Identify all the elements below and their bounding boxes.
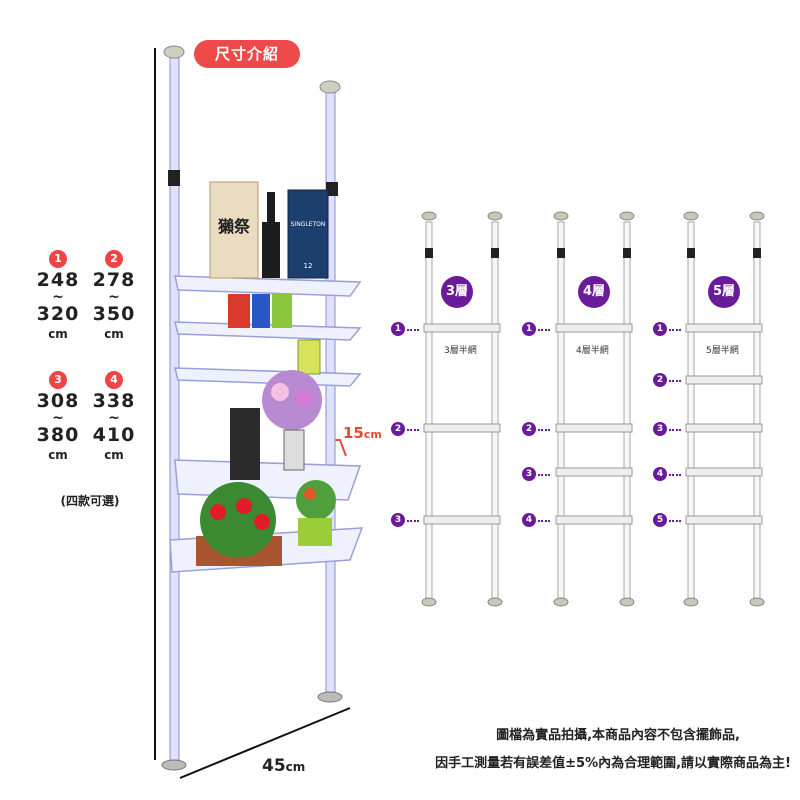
height-option-1: 1 248 ~ 320 cm [32,250,84,347]
can-2 [252,294,270,328]
model-3-shelf-1 [423,323,501,333]
height-min: 308 [36,390,80,412]
model-5-marker-5: 5 [653,513,667,527]
height-min: 278 [92,269,136,291]
model-4-marker-4: 4 [522,513,536,527]
red-flowers [200,482,276,558]
model-3-right-pole [491,221,499,603]
depth-label: 15cm [343,424,382,442]
can-1 [228,294,250,328]
height-max: 320 [36,303,80,325]
height-min: 248 [36,269,80,291]
height-max: 410 [92,424,136,446]
sake-bottle [262,222,280,278]
model-5-marker-3: 3 [653,422,667,436]
height-range-tilde: ~ [108,410,120,426]
juice-carton [297,339,321,375]
left-clamp [168,170,180,186]
disclaimer-line-2: 因手工測量若有誤差值±5%內為合理範圍,請以實際商品為主! [435,756,791,771]
model-3-left-pole [425,221,433,603]
model-3-marker-3: 3 [391,513,405,527]
model-5-shelf-3 [685,423,763,433]
whisky-label: SINGLETON [291,221,326,228]
model-5-left-pole [687,221,695,603]
height-range-tilde: ~ [52,410,64,426]
height-unit: cm [48,448,68,462]
model-4-marker-3: 3 [522,467,536,481]
option-number-badge: 1 [49,250,67,268]
model-4-shelf-2 [555,423,633,433]
model-5-marker-2: 2 [653,373,667,387]
model-5-marker-1: 1 [653,322,667,336]
right-clamp [326,182,338,196]
width-label: 45cm [262,756,306,776]
options-note: (四款可選) [60,494,120,508]
width-dimension-line [179,707,351,779]
model-5-shelf-5 [685,515,763,525]
model-5-marker-4: 4 [653,467,667,481]
model-5-shelf-4 [685,467,763,477]
green-pot [298,518,332,546]
model-4-shelf-1 [555,323,633,333]
model-3-marker-2: 2 [391,422,405,436]
model-4-net-label: 4層半網 [576,346,609,356]
model-3-net-label: 3層半網 [444,346,477,356]
height-option-4: 4 338 ~ 410 cm [88,371,140,468]
model-5-shelf-1 [685,323,763,333]
height-unit: cm [48,327,68,341]
sake-box [209,181,259,279]
size-intro-tag: 尺寸介紹 [194,40,300,68]
model-3-badge: 3層 [441,276,473,308]
left-foot [161,759,187,771]
height-range-tilde: ~ [52,289,64,305]
model-4-left-pole [557,221,565,603]
model-4-shelf-4 [555,515,633,525]
height-unit: cm [104,327,124,341]
height-max: 380 [36,424,80,446]
right-top-cap [319,80,341,94]
model-5-shelf-2 [685,375,763,385]
model-3-marker-1: 1 [391,322,405,336]
model-4-marker-1: 1 [522,322,536,336]
model-5-net-label: 5層半網 [706,346,739,356]
model-4-right-pole [623,221,631,603]
model-5-right-pole [753,221,761,603]
model-4-shelf-3 [555,467,633,477]
disclaimer-line-1: 圖檔為實品拍攝,本商品內容不包含擺飾品, [496,728,740,743]
can-3 [272,294,292,328]
option-number-badge: 2 [105,250,123,268]
option-number-badge: 4 [105,371,123,389]
sake-box-label: 獺祭 [217,217,251,236]
model-3-shelf-2 [423,423,501,433]
flower-vase [283,429,305,471]
lantern [230,408,260,480]
whisky-box [287,189,329,279]
model-3-shelf-3 [423,515,501,525]
model-4-marker-2: 2 [522,422,536,436]
height-range-tilde: ~ [108,289,120,305]
option-number-badge: 3 [49,371,67,389]
height-min: 338 [92,390,136,412]
height-unit: cm [104,448,124,462]
shelf-2 [174,321,362,341]
right-foot [317,691,343,703]
model-5-badge: 5層 [708,276,740,308]
whisky-age: 12 [304,262,313,270]
height-max: 350 [92,303,136,325]
height-option-3: 3 308 ~ 380 cm [32,371,84,468]
left-top-cap [163,45,185,59]
height-option-2: 2 278 ~ 350 cm [88,250,140,347]
model-4-badge: 4層 [578,276,610,308]
shelf-1 [174,275,362,297]
